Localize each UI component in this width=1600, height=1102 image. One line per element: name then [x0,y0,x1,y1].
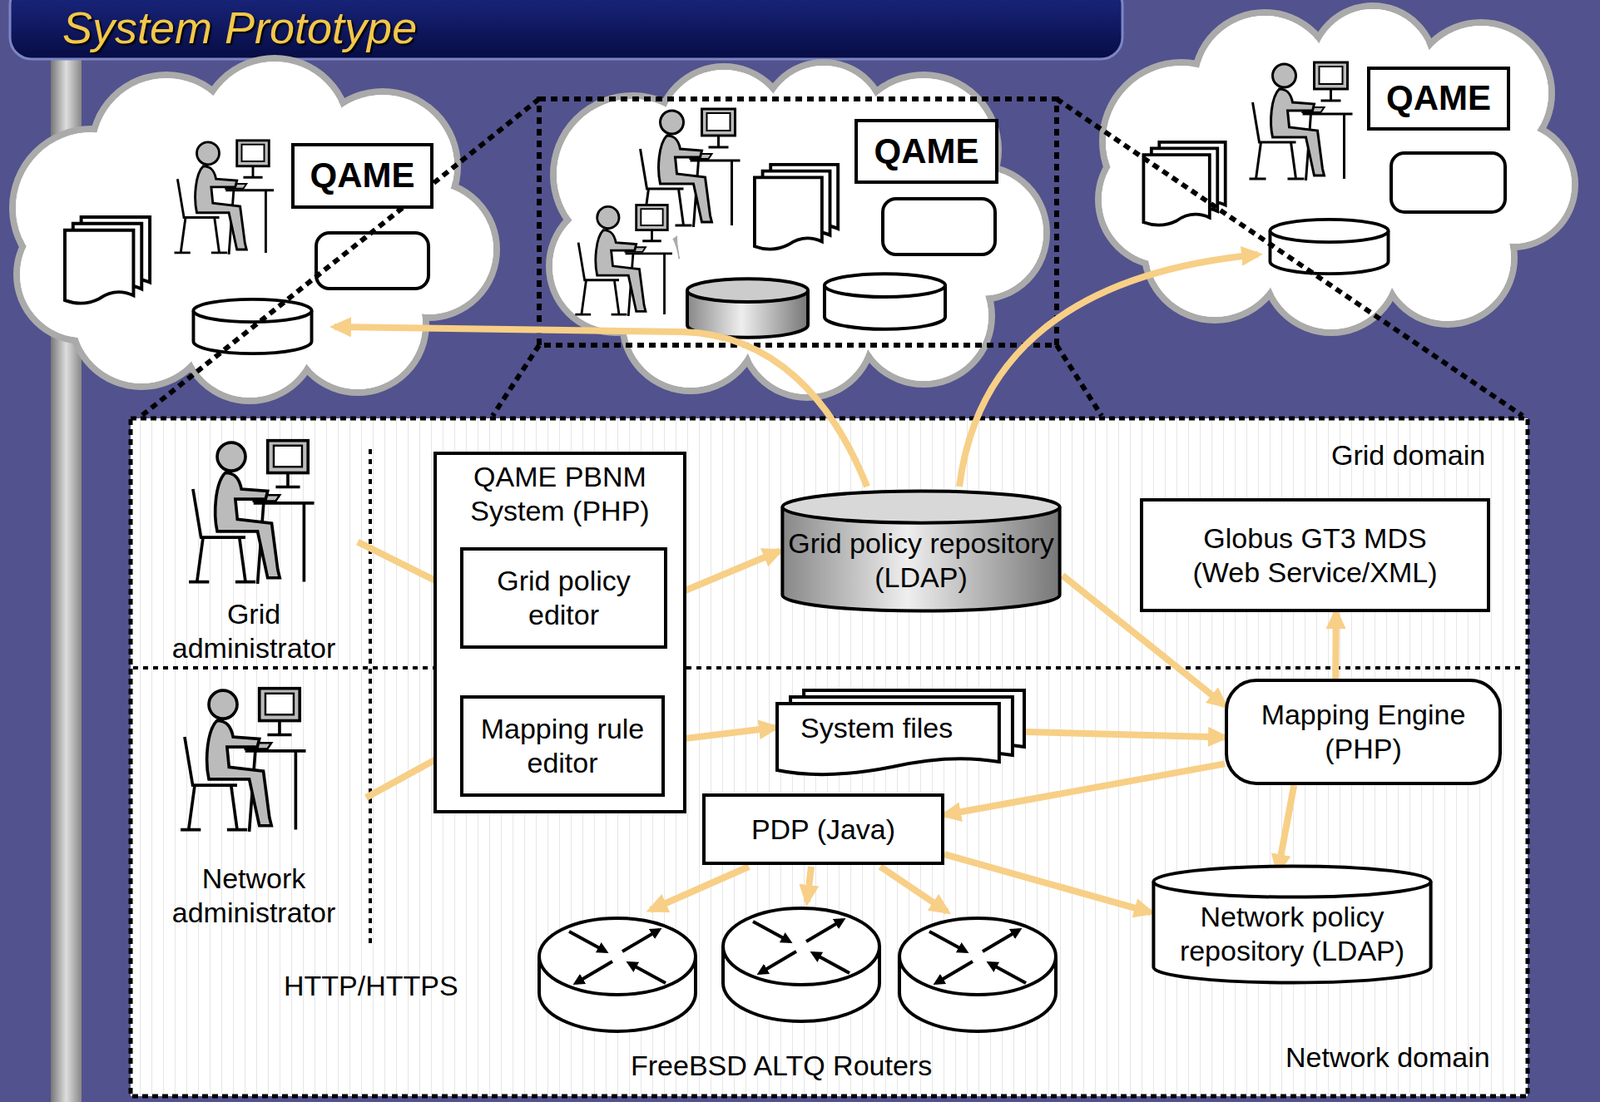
node-text: Globus GT3 MDS (Web Service/XML) [1178,521,1453,590]
node-text: Grid administrator [149,597,358,666]
slide-title: System Prototype [62,1,417,54]
flow-arrow [944,854,1151,913]
process-box: Globus GT3 MDS (Web Service/XML) [1139,498,1491,613]
cylinder-top [1153,866,1431,897]
node-text: System files [800,711,953,746]
cylinder-top [782,490,1060,523]
process-box: QAME [291,143,434,209]
process-box: QAME [854,118,999,184]
person-icon [166,680,308,833]
cloud [1098,5,1576,333]
flow-arrow [1332,612,1340,679]
clouds [12,5,1576,402]
node-text: QAME [874,130,980,173]
domain-dividers [133,449,1526,949]
process-box: PDP (Java) [702,793,945,866]
replication-arrows [334,254,1259,912]
administrator: Network administrator [141,680,367,931]
container-heading: QAME PBNM System (PHP) [443,460,677,529]
domain-region [130,418,1528,1097]
cloud-icons [64,62,1506,354]
region-label: Grid domain [1331,439,1486,472]
node-text: Grid policy editor [472,564,656,633]
ldap-repository: Grid policy repository (LDAP) [779,490,1063,613]
person [180,688,306,833]
region-label: HTTP/HTTPS [283,970,459,1003]
system-container: QAME PBNM System (PHP) Grid policy editor… [433,451,687,814]
cloud-fill [1101,136,1229,263]
cloud-fill [552,203,679,330]
node-text: Mapping Engine (PHP) [1243,698,1485,767]
process-box: Mapping Engine (PHP) [1224,678,1502,786]
administrator: Grid administrator [149,432,358,666]
flow-arrow [944,763,1225,815]
routers [539,908,1056,1032]
shape [777,703,1000,775]
node-text: Mapping rule editor [470,712,654,781]
node-text: PDP (Java) [751,812,896,848]
process-box: Mapping rule editor [460,695,665,798]
person-icon [174,432,317,585]
process-box: Grid policy editor [460,547,668,649]
node-text: Network administrator [141,861,367,931]
node-text: Network policy repository (LDAP) [1159,900,1426,969]
cloud [549,62,1047,398]
process-box: QAME [1367,66,1511,131]
region-label: FreeBSD ALTQ Routers [630,1050,932,1083]
region-label: Network domain [1285,1041,1491,1075]
cloud [12,58,497,402]
zoom-lines [141,99,1523,417]
process-box: System files [775,688,1026,776]
node-text: QAME [1386,77,1492,119]
node-text: Grid policy repository (LDAP) [787,526,1055,595]
node-text: QAME [310,154,416,197]
flow-arrow [1278,785,1294,872]
flow-arrow [1025,732,1225,738]
person [188,440,314,585]
title-bar [9,0,1123,60]
ldap-repository: Network policy repository (LDAP) [1150,865,1434,985]
